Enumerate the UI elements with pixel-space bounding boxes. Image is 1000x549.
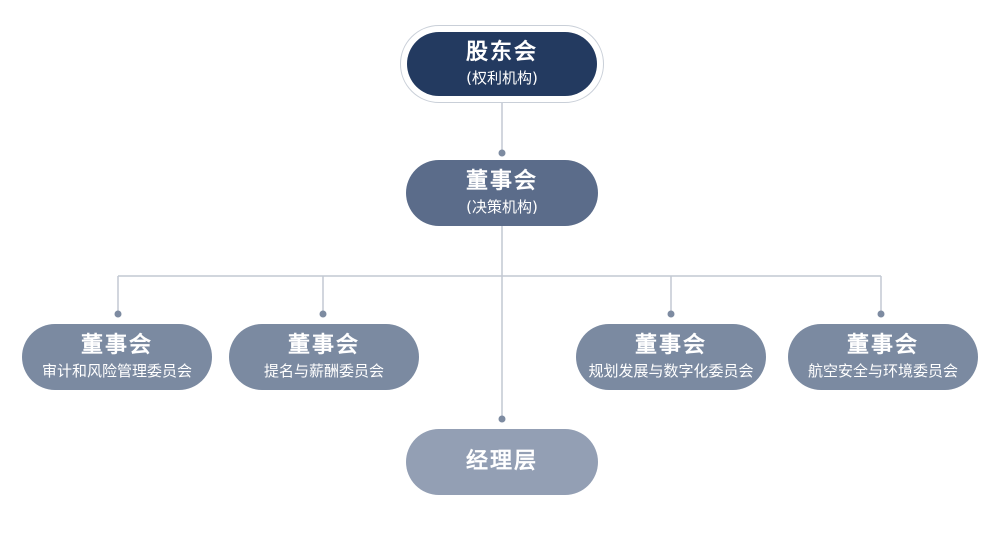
management-node: 经理层: [406, 429, 598, 495]
shareholders-title: 股东会: [465, 40, 538, 65]
committee-subtitle: 审计和风险管理委员会: [41, 362, 192, 380]
committee-title: 董事会: [634, 333, 707, 358]
board-title: 董事会: [465, 169, 538, 194]
shareholders-subtitle: (权利机构): [466, 69, 538, 87]
committee-subtitle: 提名与薪酬委员会: [263, 362, 384, 380]
connector-dot-committee-1: [319, 310, 327, 318]
connector-dot-committee-0: [114, 310, 122, 318]
shareholders-node: 股东会 (权利机构): [407, 32, 597, 96]
committee-node-aviation-safety-environment: 董事会 航空安全与环境委员会: [788, 324, 978, 390]
board-subtitle: (决策机构): [466, 198, 538, 216]
connector-dot-committee-3: [877, 310, 885, 318]
committee-node-planning-digital: 董事会 规划发展与数字化委员会: [576, 324, 766, 390]
committee-node-audit-risk: 董事会 审计和风险管理委员会: [22, 324, 212, 390]
board-node: 董事会 (决策机构): [406, 160, 598, 226]
committee-title: 董事会: [846, 333, 919, 358]
connector-dot-committee-2: [667, 310, 675, 318]
connector-dot-board: [498, 149, 506, 157]
committee-title: 董事会: [80, 333, 153, 358]
committee-subtitle: 航空安全与环境委员会: [807, 362, 958, 380]
committee-subtitle: 规划发展与数字化委员会: [588, 362, 754, 380]
connector-dot-management: [498, 415, 506, 423]
committee-node-nomination-compensation: 董事会 提名与薪酬委员会: [229, 324, 419, 390]
management-title: 经理层: [465, 449, 538, 474]
committee-title: 董事会: [287, 333, 360, 358]
